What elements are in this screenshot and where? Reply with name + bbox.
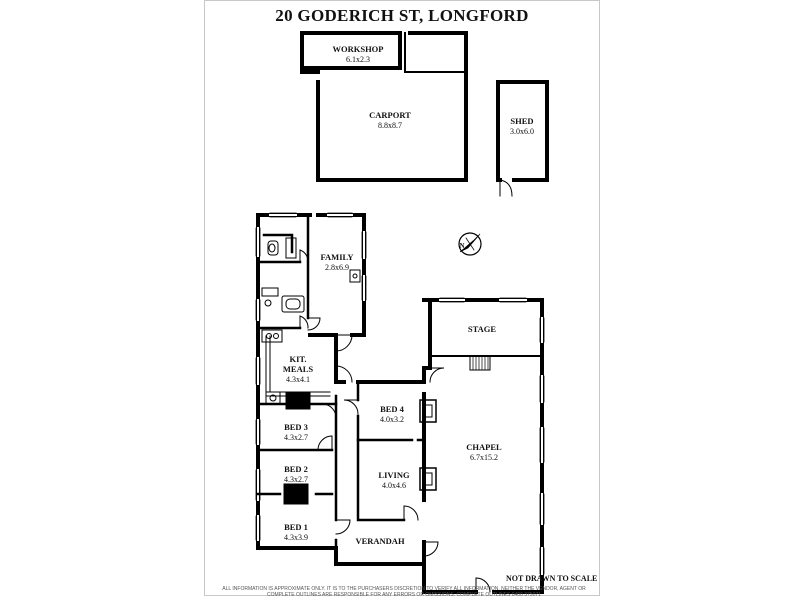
room-size-bed3: 4.3x2.7	[284, 433, 308, 442]
compass-label: N	[459, 242, 464, 250]
room-label-chapel: CHAPEL	[466, 442, 502, 452]
room-size-kitchen: 4.3x4.1	[286, 375, 310, 384]
room-label-bed1: BED 1	[284, 522, 308, 532]
room-size-bed2: 4.3x2.7	[284, 475, 308, 484]
room-label-carport: CARPORT	[369, 110, 411, 120]
room-label-bed2: BED 2	[284, 464, 308, 474]
chimney-kitchen	[285, 392, 311, 410]
room-label-bed4: BED 4	[380, 404, 405, 414]
window-marks	[257, 214, 543, 575]
compass-icon	[458, 232, 482, 256]
plan-title: 20 GODERICH ST, LONGFORD	[275, 6, 529, 25]
not-to-scale-note: NOT DRAWN TO SCALE	[506, 574, 598, 583]
shed-walls	[496, 80, 549, 197]
room-label-stage: STAGE	[468, 324, 497, 334]
carport-walls	[300, 31, 468, 182]
room-label-meals: MEALS	[283, 364, 314, 374]
room-labels: WORKSHOP 6.1x2.3 CARPORT 8.8x8.7 SHED 3.…	[283, 44, 534, 546]
room-size-living: 4.0x4.6	[382, 481, 406, 490]
disclaimer: ALL INFORMATION IS APPROXIMATE ONLY. IT …	[222, 586, 586, 598]
room-size-bed1: 4.3x3.9	[284, 533, 308, 542]
room-label-verandah: VERANDAH	[355, 536, 405, 546]
internal-walls	[256, 213, 426, 550]
room-size-family: 2.8x6.9	[325, 263, 349, 272]
room-label-shed: SHED	[510, 116, 533, 126]
room-label-living: LIVING	[378, 470, 410, 480]
room-size-chapel: 6.7x15.2	[470, 453, 498, 462]
bathroom-fixtures	[261, 237, 361, 343]
room-label-bed3: BED 3	[284, 422, 308, 432]
room-size-bed4: 4.0x3.2	[380, 415, 404, 424]
room-size-workshop: 6.1x2.3	[346, 55, 370, 64]
kitchen-benches	[265, 335, 331, 405]
room-label-family: FAMILY	[320, 252, 353, 262]
chimney-bed2	[283, 483, 309, 505]
stage-walls	[429, 355, 543, 371]
fireplaces	[419, 399, 437, 491]
plan-frame	[204, 0, 600, 596]
room-label-workshop: WORKSHOP	[332, 44, 383, 54]
door-swings	[299, 249, 491, 593]
room-label-kitchen: KIT.	[289, 354, 306, 364]
room-size-shed: 3.0x6.0	[510, 127, 534, 136]
room-size-carport: 8.8x8.7	[378, 121, 402, 130]
